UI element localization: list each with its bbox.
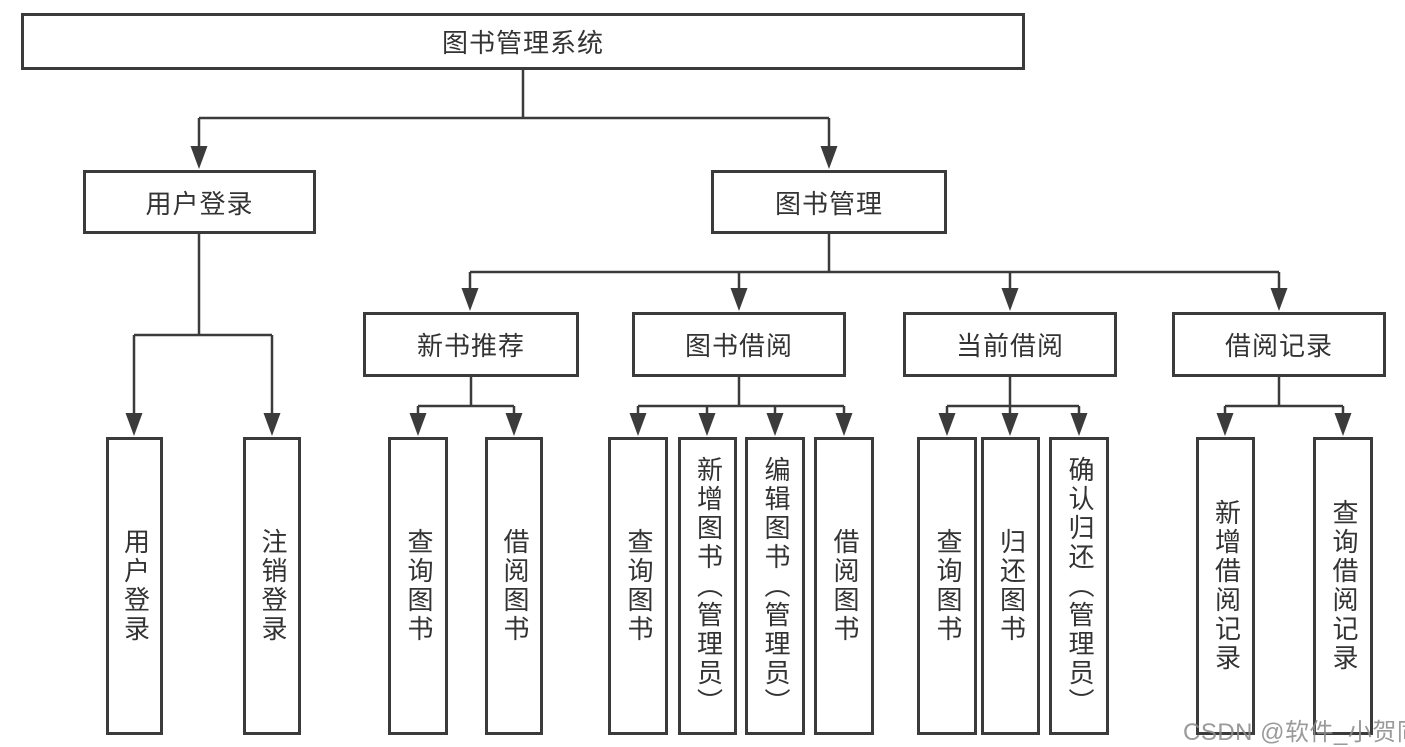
leaf-label: 查询借阅记录 (1328, 499, 1359, 673)
leaf-label: 新增借阅记录 (1211, 499, 1242, 673)
leaf-label: 查询图书 (932, 528, 963, 644)
leaf-label: 查询图书 (623, 528, 654, 644)
leaf-add-book-admin: 新增图书（管理员） (678, 437, 737, 735)
node-book-borrow: 图书借阅 (632, 312, 846, 377)
leaf-label: 归还图书 (996, 528, 1027, 644)
leaf-edit-book-admin: 编辑图书（管理员） (745, 437, 805, 735)
leaf-user-login: 用户登录 (106, 437, 163, 735)
leaf-label: 编辑图书（管理员） (760, 455, 791, 717)
leaf-label: 注销登录 (257, 528, 288, 644)
node-label: 图书借阅 (684, 331, 793, 361)
leaf-label: 确认归还（管理员） (1064, 455, 1095, 717)
node-label: 借阅记录 (1224, 331, 1333, 361)
node-label: 图书管理 (774, 188, 883, 219)
leaf-confirm-return-admin: 确认归还（管理员） (1049, 437, 1109, 735)
leaf-label: 查询图书 (403, 528, 434, 644)
leaf-borrow-books-borrow: 借阅图书 (814, 437, 874, 735)
node-new-book-recommend: 新书推荐 (363, 312, 579, 377)
node-label: 图书管理系统 (441, 28, 604, 58)
leaf-logout: 注销登录 (243, 437, 301, 735)
leaf-return-book: 归还图书 (981, 437, 1040, 735)
node-library-system: 图书管理系统 (21, 13, 1025, 70)
leaf-query-books-borrow: 查询图书 (608, 437, 668, 735)
leaf-add-borrow-record: 新增借阅记录 (1196, 437, 1255, 735)
node-book-management: 图书管理 (711, 170, 947, 234)
node-label: 新书推荐 (416, 331, 525, 361)
leaf-label: 借阅图书 (499, 528, 530, 644)
leaf-label: 用户登录 (120, 528, 151, 644)
leaf-query-borrow-record: 查询借阅记录 (1313, 437, 1373, 735)
leaf-label: 借阅图书 (829, 528, 860, 644)
node-label: 当前借阅 (955, 331, 1064, 361)
leaf-label: 新增图书（管理员） (693, 455, 724, 717)
node-label: 用户登录 (145, 188, 254, 219)
leaf-query-books-current: 查询图书 (917, 437, 977, 735)
watermark-text: CSDN @软件_小贺同学 (1183, 719, 1405, 746)
node-current-borrow: 当前借阅 (903, 312, 1117, 377)
leaf-borrow-books-recommend: 借阅图书 (485, 437, 543, 735)
node-borrow-records: 借阅记录 (1172, 312, 1386, 377)
node-user-login: 用户登录 (83, 170, 316, 234)
leaf-query-books-recommend: 查询图书 (388, 437, 448, 735)
